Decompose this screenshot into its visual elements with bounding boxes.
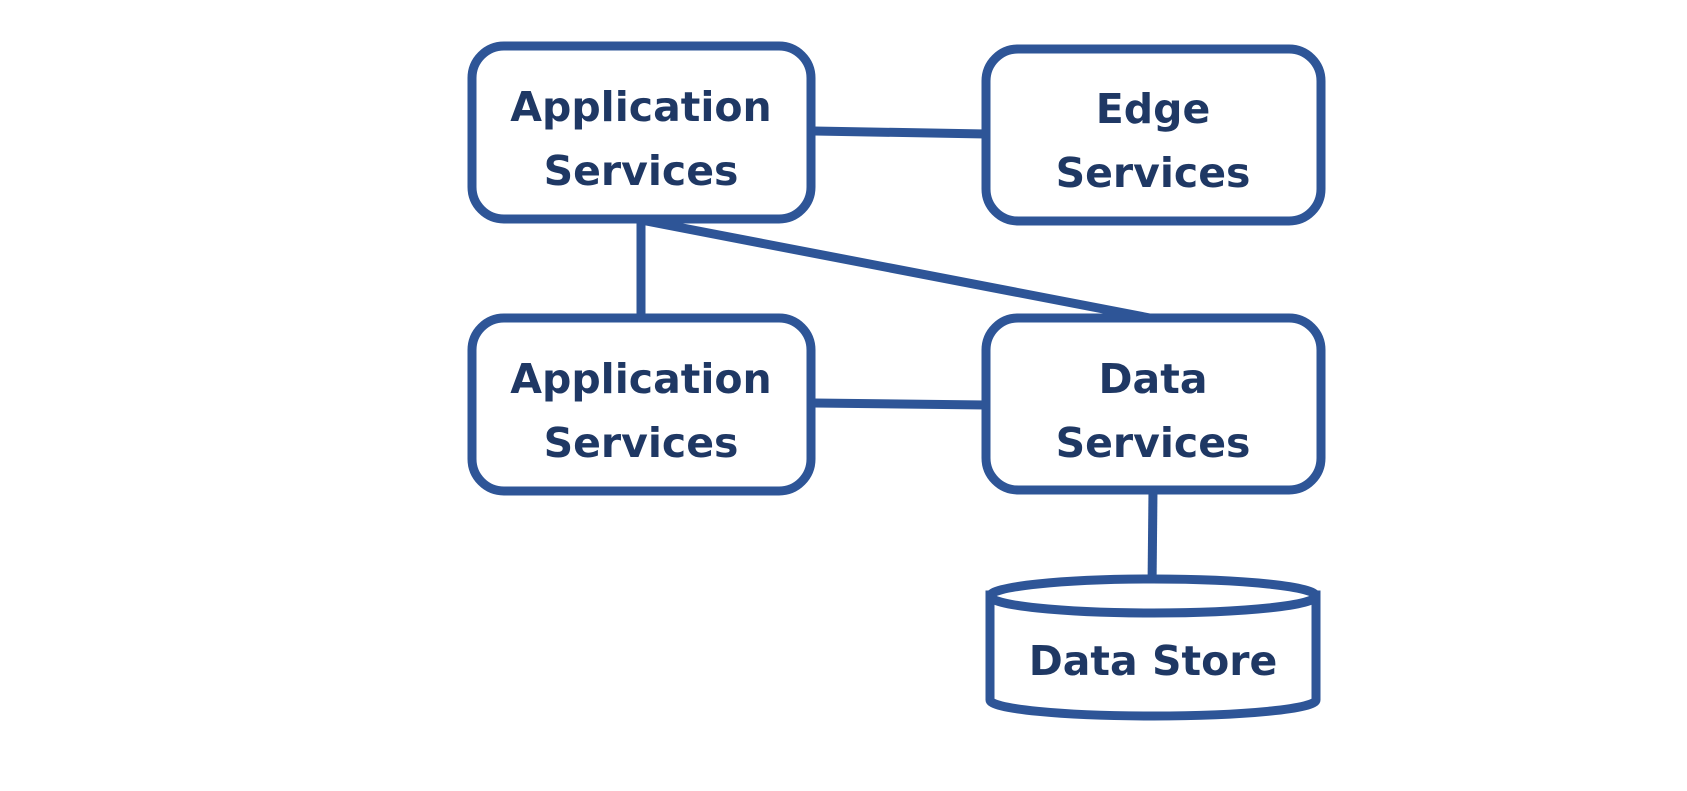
node-label-line-1: Application bbox=[510, 355, 772, 403]
edge-app1-data bbox=[640, 215, 1151, 323]
node-label-line-1: Data Store bbox=[1029, 637, 1278, 685]
node-label-line-2: Services bbox=[544, 147, 739, 195]
edge-app1-edge bbox=[813, 126, 987, 139]
node-edge-services: Edge Services bbox=[981, 44, 1326, 226]
node-data-services: Data Services bbox=[981, 313, 1326, 495]
node-label-line-1: Application bbox=[510, 83, 772, 131]
node-label-line-2: Services bbox=[1056, 419, 1251, 467]
cylinder-top bbox=[985, 574, 1321, 618]
node-label-line-1: Data bbox=[1099, 355, 1208, 403]
edge-app2-data bbox=[813, 398, 987, 410]
node-label-line-2: Services bbox=[544, 419, 739, 467]
node-application-services-1: Application Services bbox=[467, 41, 816, 224]
node-label-line-1: Edge bbox=[1096, 85, 1211, 133]
node-application-services-2: Application Services bbox=[467, 313, 816, 496]
cylinder-body bbox=[985, 590, 1321, 721]
node-label-line-2: Services bbox=[1056, 149, 1251, 197]
edge-data-store bbox=[1147, 489, 1158, 589]
node-data-store: Data Store bbox=[985, 574, 1321, 721]
